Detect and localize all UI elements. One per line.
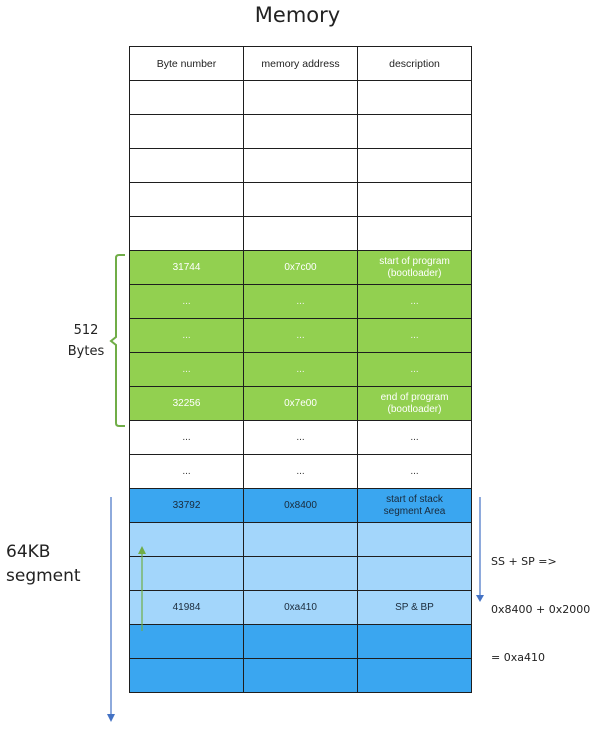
cell-description <box>357 182 472 217</box>
bytes-size-label: 512 Bytes <box>66 320 106 362</box>
cell-memory-address: ... <box>243 318 358 353</box>
cell-description <box>357 658 472 693</box>
cell-byte-number <box>129 624 244 659</box>
cell-memory-address <box>243 114 358 149</box>
cell-byte-number: ... <box>129 420 244 455</box>
cell-memory-address <box>243 216 358 251</box>
cell-byte-number <box>129 216 244 251</box>
ss-sp-line-1: SS + SP => <box>491 555 557 568</box>
memory-row <box>129 216 472 251</box>
cell-byte-number: 32256 <box>129 386 244 421</box>
cell-byte-number <box>129 182 244 217</box>
cell-description <box>357 216 472 251</box>
segment-size-number: 64KB <box>6 542 51 562</box>
cell-memory-address <box>243 80 358 115</box>
memory-row <box>129 556 472 591</box>
cell-description <box>357 80 472 115</box>
cell-memory-address: ... <box>243 454 358 489</box>
header-byte-number: Byte number <box>129 46 244 81</box>
cell-byte-number: ... <box>129 284 244 319</box>
cell-description: ... <box>357 454 472 489</box>
stack-growth-arrow-icon <box>138 546 146 631</box>
bytes-size-unit: Bytes <box>67 344 105 359</box>
cell-description: SP & BP <box>357 590 472 625</box>
cell-memory-address: 0x8400 <box>243 488 358 523</box>
cell-memory-address: 0x7e00 <box>243 386 358 421</box>
cell-memory-address: ... <box>243 284 358 319</box>
cell-description <box>357 114 472 149</box>
cell-description <box>357 522 472 557</box>
cell-description: ... <box>357 352 472 387</box>
diagram-title: Memory <box>254 3 341 27</box>
segment-span-arrow-icon <box>107 497 115 722</box>
cell-byte-number <box>129 556 244 591</box>
memory-row <box>129 624 472 659</box>
cell-byte-number: 41984 <box>129 590 244 625</box>
cell-byte-number <box>129 658 244 693</box>
memory-row <box>129 658 472 693</box>
cell-memory-address: ... <box>243 352 358 387</box>
memory-row: ......... <box>129 454 472 489</box>
memory-table: Byte number memory address description 3… <box>129 46 472 693</box>
header-memory-address: memory address <box>243 46 358 81</box>
memory-row: ......... <box>129 318 472 353</box>
cell-memory-address <box>243 148 358 183</box>
memory-table-body: Byte number memory address description 3… <box>129 46 472 693</box>
cell-byte-number: 33792 <box>129 488 244 523</box>
cell-description <box>357 556 472 591</box>
cell-byte-number: ... <box>129 454 244 489</box>
ss-sp-line-3: = 0xa410 <box>491 651 545 664</box>
cell-memory-address: ... <box>243 420 358 455</box>
memory-row <box>129 80 472 115</box>
memory-row: ......... <box>129 420 472 455</box>
cell-description: start of program (bootloader) <box>357 250 472 285</box>
ss-sp-line-2: 0x8400 + 0x2000 <box>491 603 591 616</box>
segment-size-word: segment <box>6 566 81 586</box>
segment-size-label: 64KB segment <box>6 540 81 588</box>
memory-row <box>129 182 472 217</box>
table-header-row: Byte number memory address description <box>129 46 472 81</box>
offset-arrow-icon <box>476 497 484 602</box>
cell-memory-address <box>243 182 358 217</box>
bytes-size-number: 512 <box>73 323 99 338</box>
program-size-bracket <box>109 254 125 427</box>
header-description: description <box>357 46 472 81</box>
ss-sp-calculation: SS + SP => 0x8400 + 0x2000 = 0xa410 <box>491 522 590 682</box>
memory-row: ......... <box>129 284 472 319</box>
cell-description: ... <box>357 318 472 353</box>
cell-memory-address <box>243 556 358 591</box>
cell-byte-number: ... <box>129 318 244 353</box>
cell-byte-number <box>129 148 244 183</box>
cell-memory-address <box>243 658 358 693</box>
cell-memory-address <box>243 522 358 557</box>
cell-memory-address: 0xa410 <box>243 590 358 625</box>
cell-memory-address <box>243 624 358 659</box>
cell-byte-number: 31744 <box>129 250 244 285</box>
cell-description: end of program (bootloader) <box>357 386 472 421</box>
